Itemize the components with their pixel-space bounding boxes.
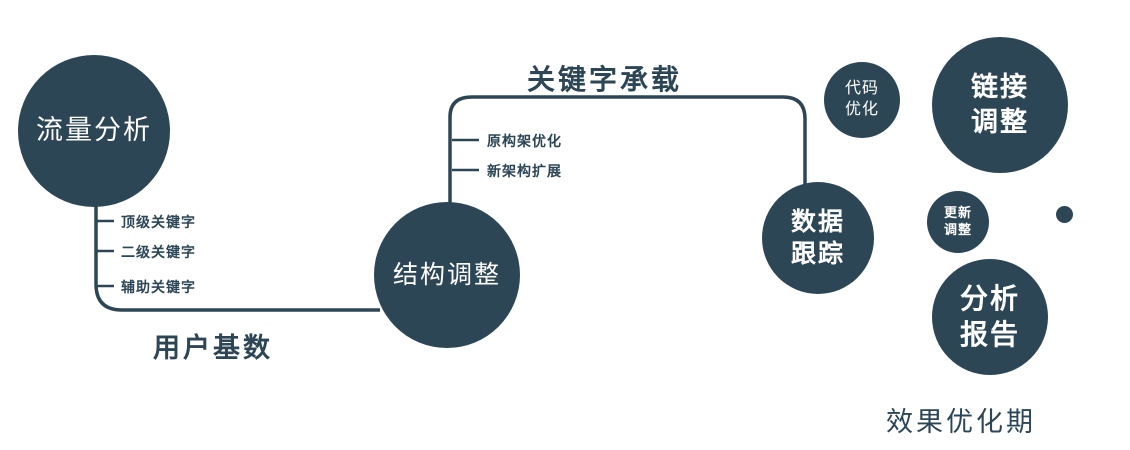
code-optimize-node: 代码 优化 — [824, 62, 900, 138]
code-optimize-label-line2: 优化 — [844, 101, 879, 118]
link-adjust-label-line1: 链接 — [971, 71, 1029, 102]
update-adjust-label-line1: 更新 — [943, 205, 972, 221]
small-dot-node — [1056, 206, 1073, 223]
edge-traffic-to-structure — [94, 160, 380, 312]
traffic-analysis-node: 流量分析 — [18, 55, 170, 207]
link-adjust-label-line2: 调整 — [971, 107, 1029, 137]
analysis-report-label-line1: 分析 — [959, 282, 1020, 314]
analysis-report-label-line2: 报告 — [959, 319, 1020, 350]
traffic-branch-label-auxiliary-keywords: 辅助关键字 — [121, 279, 196, 295]
keyword-carry-edge-label: 关键字承载 — [527, 64, 683, 95]
data-tracking-node: 数据 跟踪 — [762, 182, 874, 294]
structure-branch-label-original-arch: 原构架优化 — [487, 133, 562, 149]
update-adjust-label-line2: 调整 — [943, 222, 972, 237]
traffic-analysis-label: 流量分析 — [36, 115, 152, 146]
traffic-branch-label-secondary-keywords: 二级关键字 — [121, 244, 196, 260]
user-base-edge-label: 用户基数 — [153, 333, 273, 363]
structure-adjust-node: 结构调整 — [374, 202, 520, 348]
code-optimize-label-line1: 代码 — [844, 80, 879, 98]
link-adjust-node: 链接 调整 — [932, 37, 1068, 173]
edge-structure-to-tracking — [448, 95, 807, 230]
structure-adjust-label: 结构调整 — [392, 260, 501, 289]
analysis-report-node: 分析 报告 — [932, 259, 1048, 375]
data-tracking-label-line1: 数据 — [790, 207, 845, 236]
data-tracking-label-line2: 跟踪 — [790, 240, 845, 268]
structure-branch-label-new-arch: 新架构扩展 — [487, 163, 562, 179]
traffic-branch-label-top-keywords: 顶级关键字 — [121, 214, 196, 230]
update-adjust-node: 更新 调整 — [927, 191, 989, 253]
effect-optimization-label: 效果优化期 — [886, 407, 1036, 437]
